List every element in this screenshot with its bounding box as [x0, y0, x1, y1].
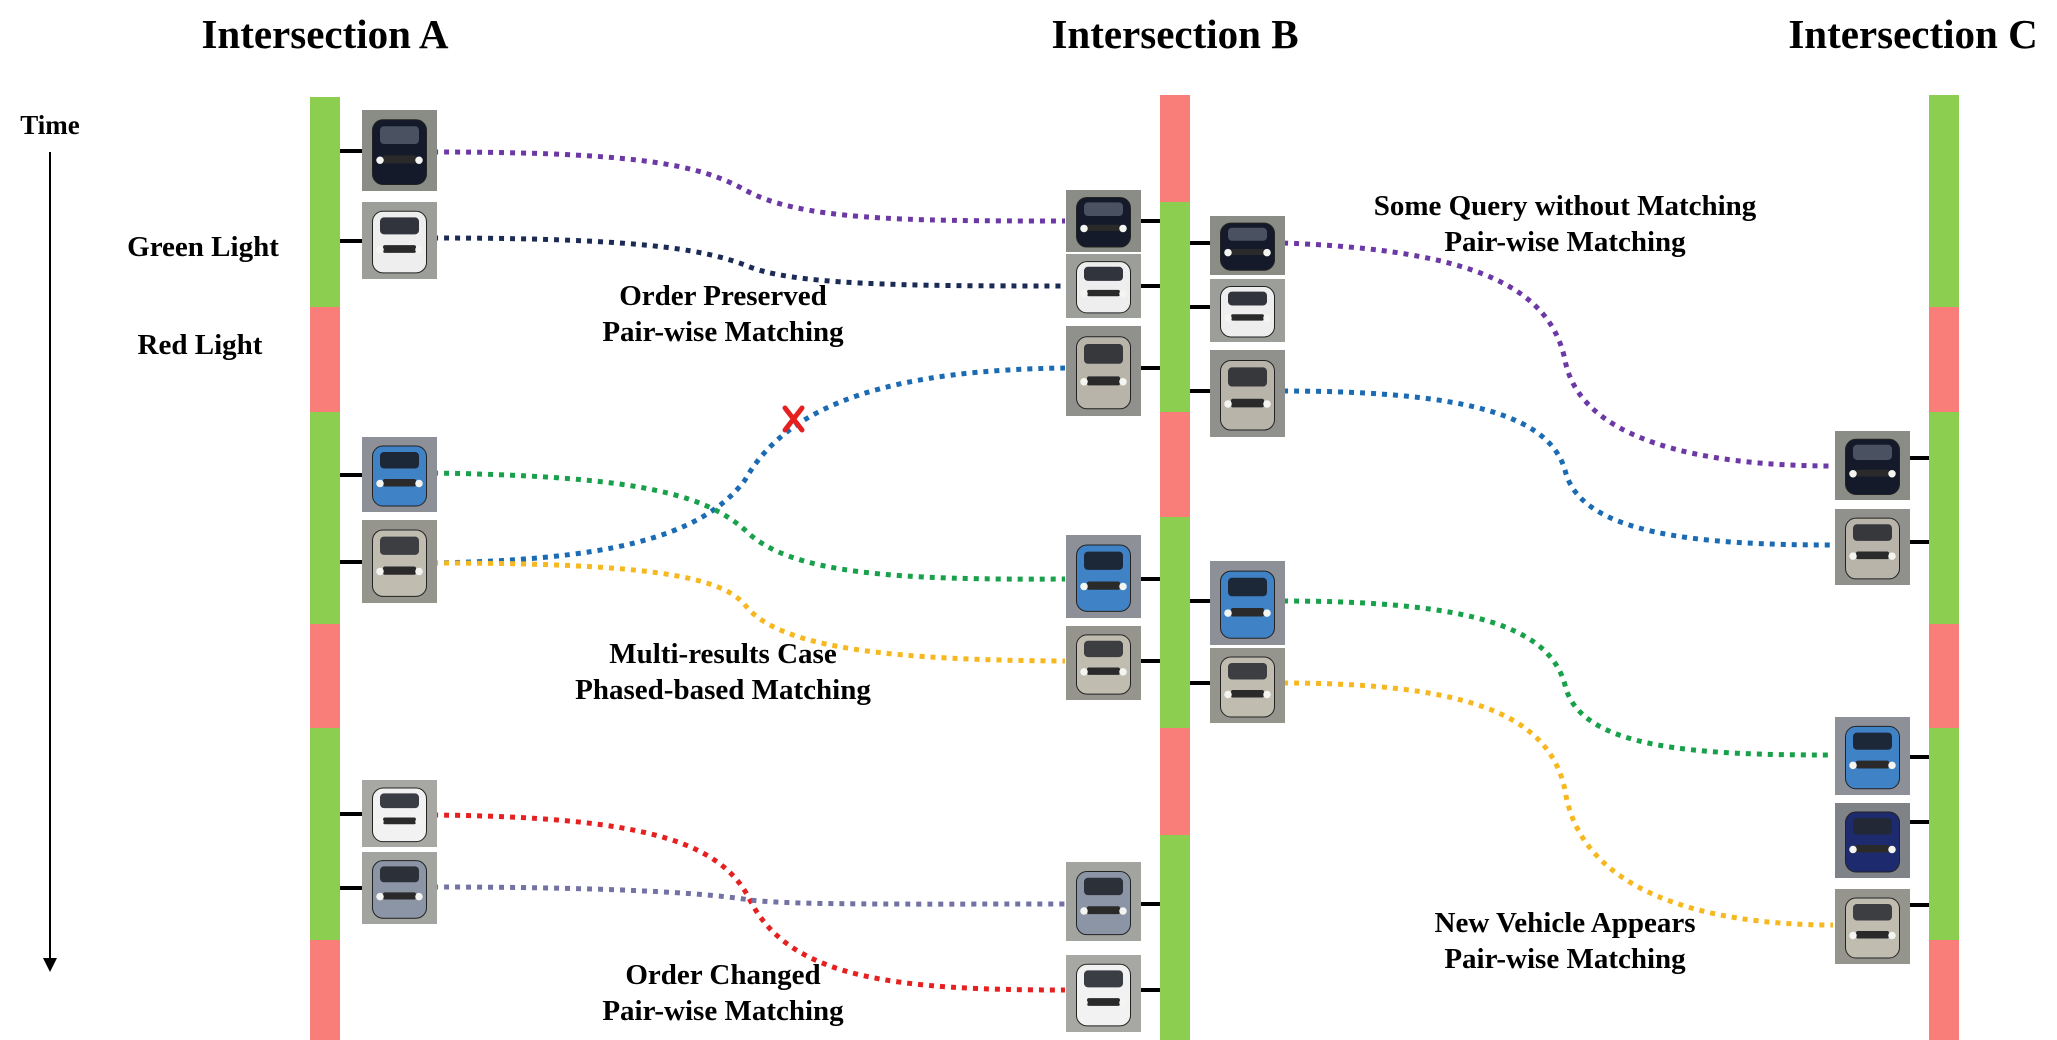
annotation-new-vehicle-line1: New Vehicle Appears — [1435, 907, 1696, 939]
annotation-order-changed-line2: Pair-wise Matching — [602, 995, 844, 1027]
annotation-order-preserved-line2: Pair-wise Matching — [602, 316, 844, 348]
annotation-order-changed-line1: Order Changed — [625, 959, 820, 991]
vehicle-thumbnail-white-sedan — [362, 780, 437, 847]
vehicle-thumbnail-silver-sedan — [1066, 626, 1141, 700]
green-phase-segment — [310, 728, 340, 940]
green-phase-segment — [310, 97, 340, 307]
vehicle-thumbnail-blue-suv — [1835, 717, 1910, 795]
match-curve-dark-sedan-b-c — [1282, 240, 1834, 469]
match-curve-dark-sedan-a-b — [432, 149, 1066, 224]
signal-bar-intersection-a — [310, 97, 340, 1040]
vehicle-thumbnail-white-pickup — [362, 202, 437, 279]
red-phase-segment — [1160, 412, 1190, 517]
annotation-new-vehicle-line2: Pair-wise Matching — [1444, 943, 1686, 975]
red-phase-segment — [310, 624, 340, 728]
vehicle-thumbnail-gray-sedan — [1066, 862, 1141, 941]
matching-curves — [432, 149, 1834, 993]
vehicle-thumbnails — [340, 110, 1929, 1032]
red-phase-segment — [310, 940, 340, 1040]
vehicle-thumbnail-blue-suv — [1066, 535, 1141, 618]
red-phase-segment — [1160, 728, 1190, 835]
vehicle-thumbnail-silver-sedan — [1835, 889, 1910, 964]
annotation-multi-results-line2: Phased-based Matching — [575, 674, 871, 706]
match-curve-white-sedan-a-b — [432, 812, 1066, 993]
match-curve-silver-sedan-b-c — [1282, 680, 1834, 928]
vehicle-thumbnail-silver-sedan — [362, 520, 437, 603]
match-curve-white-pickup-a-b — [432, 235, 1066, 289]
match-curve-silver-suv-b-c — [1282, 388, 1834, 548]
green-phase-segment — [1160, 835, 1190, 1040]
vehicle-thumbnail-navy-hatchback — [1835, 803, 1910, 878]
vehicle-thumbnail-blue-suv — [362, 437, 437, 512]
time-arrow-head — [43, 958, 57, 972]
signal-bar-intersection-c — [1929, 95, 1959, 1040]
match-curve-blue-suv-b-c — [1282, 598, 1834, 758]
vehicle-thumbnail-silver-sedan — [1210, 648, 1285, 723]
match-curve-blue-suv-a-b — [432, 470, 1066, 582]
title-intersection-b: Intersection B — [1051, 11, 1298, 57]
annotation-order-preserved-line1: Order Preserved — [619, 280, 827, 312]
legend-green-light: Green Light — [127, 231, 279, 263]
green-phase-segment — [1160, 517, 1190, 728]
red-phase-segment — [310, 307, 340, 412]
green-phase-segment — [1160, 202, 1190, 412]
vehicle-thumbnail-white-pickup — [1066, 254, 1141, 318]
vehicle-thumbnail-gray-sedan — [362, 852, 437, 924]
title-intersection-a: Intersection A — [201, 11, 448, 57]
match-curve-silver-sedan-a-b — [432, 560, 1066, 664]
vehicle-thumbnail-white-sedan — [1066, 955, 1141, 1032]
vehicle-thumbnail-dark-sedan — [1835, 431, 1910, 500]
legend-red-light: Red Light — [138, 329, 263, 361]
title-intersection-c: Intersection C — [1788, 11, 2037, 57]
green-phase-segment — [1929, 412, 1959, 624]
vehicle-thumbnail-white-pickup — [1210, 279, 1285, 342]
red-phase-segment — [1160, 95, 1190, 202]
vehicle-thumbnail-silver-suv — [1066, 326, 1141, 416]
green-phase-segment — [310, 412, 340, 624]
vehicle-thumbnail-silver-suv — [1210, 350, 1285, 437]
vehicle-thumbnail-dark-sedan — [362, 110, 437, 191]
annotation-some-query-line1: Some Query without Matching — [1374, 190, 1757, 222]
green-phase-segment — [1929, 95, 1959, 307]
vehicle-thumbnail-dark-sedan — [1066, 190, 1141, 252]
time-label: Time — [20, 110, 80, 140]
vehicle-thumbnail-dark-sedan — [1210, 216, 1285, 275]
vehicle-thumbnail-silver-suv — [1835, 509, 1910, 585]
annotation-multi-results-line1: Multi-results Case — [609, 638, 837, 670]
green-phase-segment — [1929, 728, 1959, 940]
vehicle-thumbnail-blue-suv — [1210, 561, 1285, 645]
annotation-some-query-line2: Pair-wise Matching — [1444, 226, 1686, 258]
red-phase-segment — [1929, 307, 1959, 412]
signal-bar-intersection-b — [1160, 95, 1190, 1040]
mismatch-cross-icon — [782, 405, 805, 433]
match-curve-silver-sedan-a-b-mismatch — [432, 365, 1066, 566]
red-phase-segment — [1929, 940, 1959, 1040]
red-phase-segment — [1929, 624, 1959, 728]
